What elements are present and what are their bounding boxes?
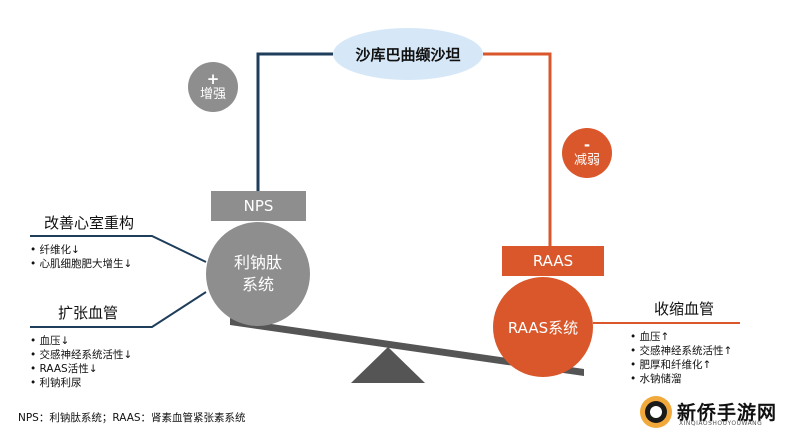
remodel-callout-line — [30, 235, 207, 263]
raas-system-circle: RAAS系统 — [493, 277, 593, 377]
raas-label: RAAS — [532, 252, 574, 270]
list-item: 利钠利尿 — [30, 376, 132, 390]
list-item: 心肌细胞肥大增生↓ — [30, 257, 133, 271]
dilate-list: 血压↓ 交感神经系统活性↓ RAAS活性↓ 利钠利尿 — [30, 334, 133, 390]
drug-name: 沙库巴曲缬沙坦 — [355, 45, 461, 64]
enhance-label: 增强 — [199, 87, 226, 102]
footnote: NPS：利钠肽系统；RAAS：肾素血管紧张素系统 — [18, 412, 246, 424]
list-item: 血压↑ — [630, 330, 732, 344]
nps-connector — [256, 52, 333, 191]
nps-label: NPS — [243, 197, 274, 215]
watermark-title: 新侨手游网 — [677, 402, 778, 424]
raas-system-label: RAAS系统 — [507, 318, 579, 337]
remodel-heading: 改善心室重构 — [44, 214, 135, 232]
watermark-logo-icon — [640, 396, 672, 428]
raas-connector — [483, 52, 552, 246]
list-item: 交感神经系统活性↑ — [630, 344, 733, 358]
natriuretic-line1: 利钠肽 — [233, 253, 282, 272]
list-item: 血压↓ — [30, 334, 132, 348]
enhance-circle: + 增强 — [188, 62, 238, 112]
minus-sign: - — [583, 136, 591, 154]
seesaw-fulcrum — [351, 347, 425, 383]
drug-ellipse: 沙库巴曲缬沙坦 — [333, 28, 483, 80]
raas-box: RAAS — [502, 246, 604, 276]
list-item: 肥厚和纤维化↑ — [630, 358, 732, 372]
seesaw-beam — [230, 318, 584, 376]
remodel-list: 纤维化↓ 心肌细胞肥大增生↓ — [30, 243, 133, 271]
dilate-heading: 扩张血管 — [58, 304, 119, 322]
constrict-list: 血压↑ 交感神经系统活性↑ 肥厚和纤维化↑ 水钠储溜 — [630, 330, 733, 386]
constrict-heading: 收缩血管 — [654, 300, 715, 318]
list-item: 纤维化↓ — [30, 243, 132, 257]
plus-sign: + — [206, 70, 220, 88]
list-item: RAAS活性↓ — [30, 362, 132, 376]
list-item: 水钠储溜 — [630, 372, 732, 386]
list-item: 交感神经系统活性↓ — [30, 348, 133, 362]
watermark-subtitle: XINQIAOSHOUYOUWANG — [679, 420, 763, 427]
weaken-circle: - 减弱 — [562, 128, 612, 178]
nps-box: NPS — [211, 191, 306, 221]
natriuretic-line2: 系统 — [241, 275, 274, 294]
dilate-callout-line — [30, 291, 207, 328]
natriuretic-system-circle: 利钠肽 系统 — [206, 222, 310, 326]
weaken-label: 减弱 — [573, 153, 600, 168]
